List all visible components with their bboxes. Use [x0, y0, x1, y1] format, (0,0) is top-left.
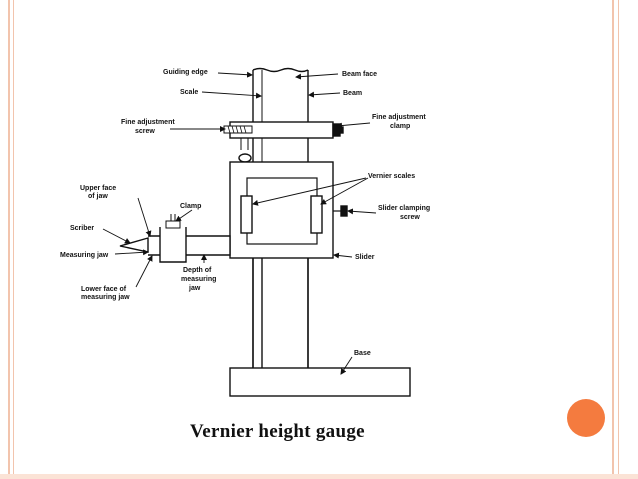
label-clamp: Clamp [180, 203, 201, 210]
label-lower-face-of-measuring-jaw-2: measuring jaw [81, 294, 130, 301]
label-depth-of-measuring-jaw: Depth of [183, 267, 212, 274]
vernier-scale-left [240, 195, 253, 234]
left-border-line-inner [13, 0, 14, 479]
label-upper-face-of-jaw: Upper face [80, 185, 116, 192]
label-fine-adjustment-screw: Fine adjustment [121, 119, 175, 126]
right-border-line [612, 0, 614, 479]
label-slider: Slider [355, 254, 375, 261]
orange-circle-decoration [567, 399, 605, 437]
left-border-line [8, 0, 10, 479]
label-upper-face-of-jaw-2: of jaw [88, 193, 108, 200]
label-fine-adjustment-screw-2: screw [135, 128, 155, 135]
scriber [119, 237, 149, 253]
gauge-drawing [119, 67, 411, 397]
vernier-scale-right [310, 195, 323, 234]
label-scale: Scale [180, 89, 198, 96]
label-fine-adjustment-clamp-2: clamp [390, 123, 410, 130]
clamp-body [159, 227, 187, 263]
label-guiding-edge: Guiding edge [163, 69, 208, 76]
label-beam: Beam [343, 90, 362, 97]
label-scriber: Scriber [70, 225, 94, 232]
label-lower-face-of-measuring-jaw: Lower face of [81, 286, 127, 293]
leader-lines [102, 71, 377, 375]
label-vernier-scales: Vernier scales [368, 173, 415, 180]
label-depth-of-measuring-jaw-2: measuring [181, 276, 216, 283]
label-slider-clamping-screw-2: screw [400, 214, 420, 221]
label-base: Base [354, 350, 371, 357]
label-depth-of-measuring-jaw-3: jaw [188, 285, 201, 292]
slider-window [246, 177, 318, 245]
label-fine-adjustment-clamp: Fine adjustment [372, 114, 426, 121]
beam-top-wavy [252, 67, 309, 73]
bottom-band [0, 474, 638, 479]
label-slider-clamping-screw: Slider clamping [378, 205, 430, 212]
label-beam-face: Beam face [342, 71, 377, 78]
diagram-labels: Guiding edge Scale Beam face Beam Fine a… [60, 69, 430, 357]
slider-clamping-screw [340, 205, 348, 217]
right-border-line-inner [618, 0, 619, 479]
base-block [229, 367, 411, 397]
slide-caption: Vernier height gauge [190, 421, 365, 442]
label-measuring-jaw: Measuring jaw [60, 252, 109, 259]
